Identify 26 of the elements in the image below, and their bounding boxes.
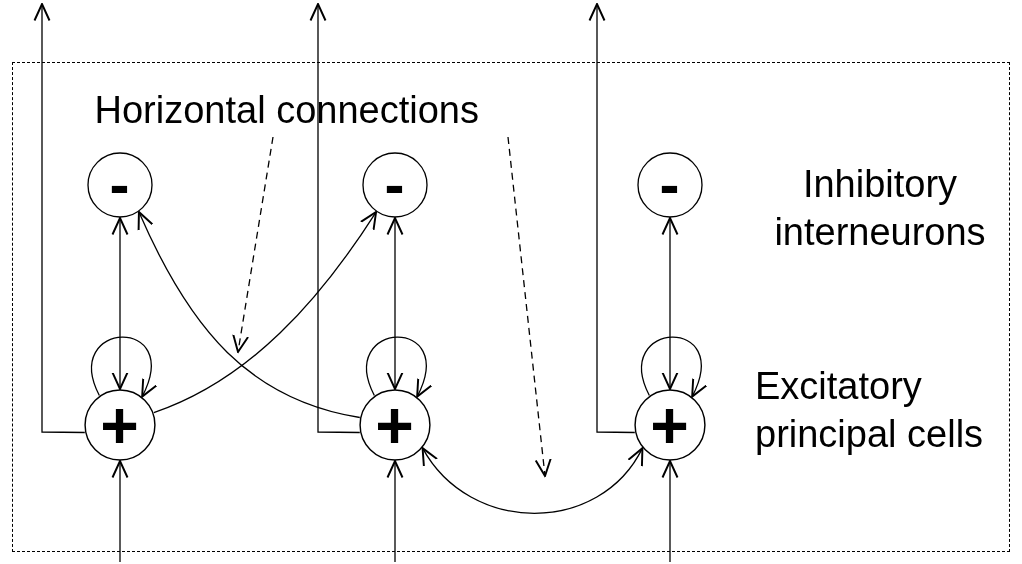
arrow xyxy=(386,217,404,390)
arrow xyxy=(588,3,636,434)
neuron-circle: + xyxy=(358,388,431,461)
arrow xyxy=(661,460,679,563)
arrow xyxy=(421,447,644,514)
arrow xyxy=(386,460,404,563)
self-loop-arrow xyxy=(91,336,157,398)
self-loop-arrow xyxy=(641,336,707,398)
leader-line xyxy=(232,136,274,353)
arrow xyxy=(33,3,86,434)
neuron-circle: - xyxy=(636,151,703,218)
neuron-circle: - xyxy=(86,151,153,218)
neuron-circle: - xyxy=(361,151,428,218)
neuron-circle: + xyxy=(83,388,156,461)
arrow xyxy=(153,211,378,414)
arrow xyxy=(111,217,129,390)
dashed-frame xyxy=(12,62,1010,552)
self-loop-arrow xyxy=(366,336,432,398)
arrow xyxy=(137,211,361,419)
arrow xyxy=(309,3,361,434)
leader-line xyxy=(507,136,552,477)
region-label: Inhibitory interneurons xyxy=(773,162,987,255)
arrow xyxy=(661,217,679,390)
region-label: Excitatory principal cells xyxy=(755,364,985,457)
arrow xyxy=(111,460,129,563)
neuron-circle: + xyxy=(633,388,706,461)
